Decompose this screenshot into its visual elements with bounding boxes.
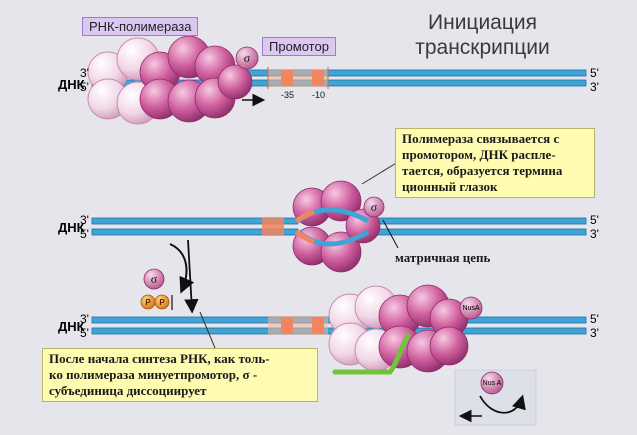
end-label-row3-right-top: 5' xyxy=(590,312,599,326)
promoter-region-1 xyxy=(267,67,329,89)
sigma-label-released: σ xyxy=(151,272,158,286)
template-strand-pointer xyxy=(382,219,399,249)
nusa-label-1: NusA xyxy=(462,305,479,312)
note-binding-line-2: промотором, ДНК распле- xyxy=(402,147,556,162)
transcription-bubble xyxy=(294,207,370,247)
end-label-row3-right-bottom: 3' xyxy=(590,326,599,340)
end-label-row1-left-bottom: 5' xyxy=(80,80,89,94)
end-label-row1-right-top: 5' xyxy=(590,66,599,80)
title-line-2: транскрипции xyxy=(415,36,550,59)
minus10-label: -10 xyxy=(312,90,325,100)
nusa-label-2: Nus A xyxy=(483,380,502,387)
note-release: После начала синтеза РНК, как толь- ко п… xyxy=(42,348,318,402)
phosphate-label-1: P xyxy=(145,298,151,307)
nusa-factor-1 xyxy=(459,296,483,320)
sigma-release-arrow xyxy=(169,243,195,294)
rna-transcript xyxy=(332,333,411,375)
note-binding-line-4: ционный глазок xyxy=(402,179,498,194)
title-line-1: Инициация xyxy=(428,11,537,34)
sigma-label-2: σ xyxy=(371,200,378,214)
end-label-row1-right-bottom: 3' xyxy=(590,80,599,94)
minus35-label: -35 xyxy=(281,90,294,100)
end-label-row3-left-top: 3' xyxy=(80,312,89,326)
dna-label-3: ДНК xyxy=(58,319,85,334)
end-label-row2-left-top: 3' xyxy=(80,213,89,227)
promoter-region-3 xyxy=(268,316,328,335)
template-strand-label: матричная цепь xyxy=(395,250,491,265)
end-label-row3-left-bottom: 5' xyxy=(80,326,89,340)
dna-duplex-2 xyxy=(91,217,587,236)
note-release-pointer xyxy=(199,311,216,349)
sigma-label-1: σ xyxy=(244,51,251,65)
sigma-factor-1 xyxy=(235,46,259,70)
note-binding-line-1: Полимераза связывается с xyxy=(402,131,560,146)
rna-polymerase-1 xyxy=(87,35,253,125)
note-binding-line-3: тается, образуется термина xyxy=(402,163,563,178)
note-release-line-3: субъединица диссоциирует xyxy=(49,383,207,398)
end-label-row1-left-top: 3' xyxy=(80,66,89,80)
note-release-line-2: ко полимераза минуетпромотор, σ - xyxy=(49,367,258,382)
promoter-tag: Промотор xyxy=(262,37,336,56)
rna-polymerase-2 xyxy=(292,180,381,273)
released-sigma-group xyxy=(140,268,173,310)
polymerase-tag: РНК-полимераза xyxy=(82,17,199,36)
end-label-row2-right-top: 5' xyxy=(590,213,599,227)
diagram-title: Инициация транскрипции xyxy=(375,10,590,60)
phosphate-label-2: P xyxy=(159,298,165,307)
sigma-factor-2 xyxy=(363,196,385,218)
note-binding-pointer xyxy=(361,161,399,185)
dna-label-2: ДНК xyxy=(58,220,85,235)
progress-arrow xyxy=(184,239,199,314)
promoter-region-2 xyxy=(262,218,284,235)
end-label-row2-right-bottom: 3' xyxy=(590,227,599,241)
note-binding: Полимераза связывается с промотором, ДНК… xyxy=(395,128,595,198)
end-label-row2-left-bottom: 5' xyxy=(80,227,89,241)
dna-label-1: ДНК xyxy=(58,77,85,92)
nusa-inset xyxy=(454,369,537,426)
note-release-line-1: После начала синтеза РНК, как толь- xyxy=(49,351,270,366)
